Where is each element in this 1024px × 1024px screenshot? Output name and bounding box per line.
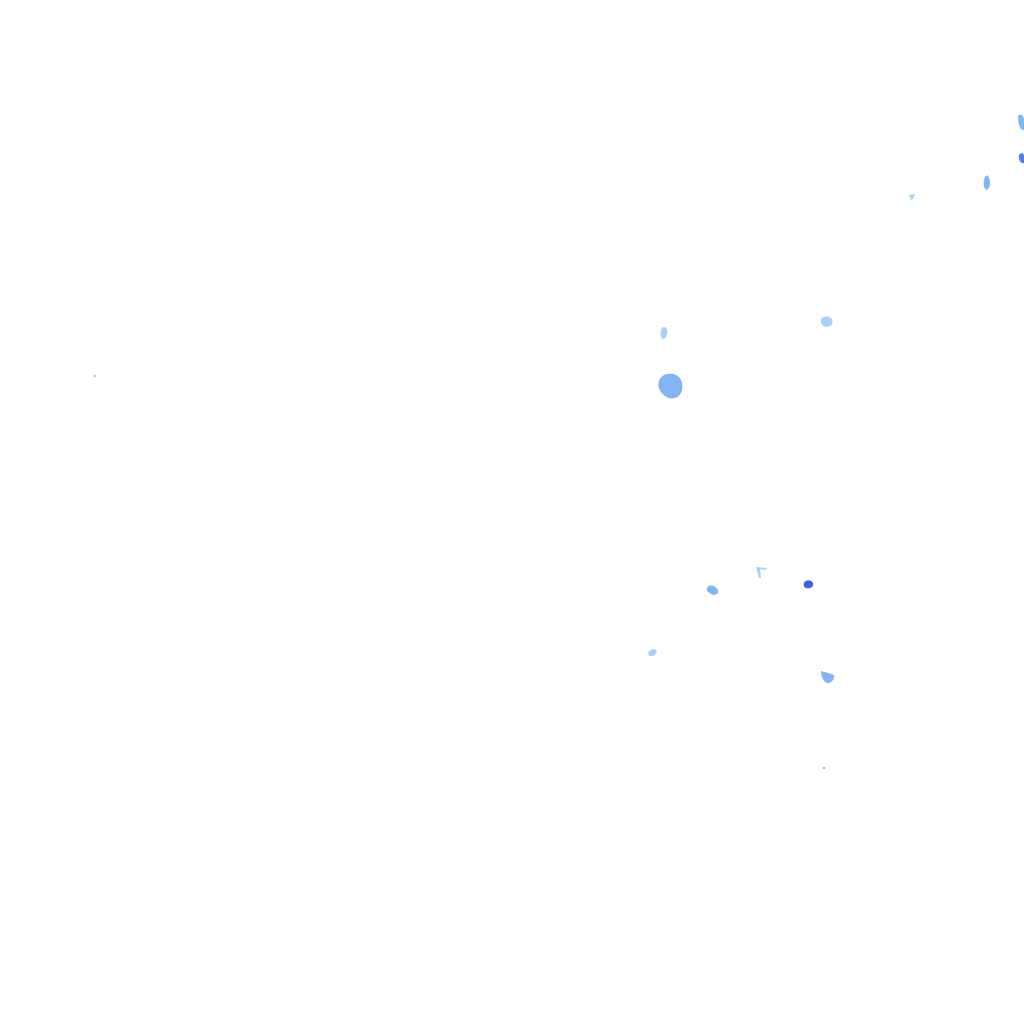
echo-central-cluster xyxy=(658,373,683,399)
echo-northeast-edge-a xyxy=(1018,114,1024,131)
echo-central-north-b xyxy=(820,316,833,327)
echo-far-west xyxy=(93,374,97,378)
echo-east-small xyxy=(756,567,767,578)
echo-northeast-edge-b xyxy=(1018,153,1024,164)
echo-south-e xyxy=(823,767,825,769)
echo-northeast-c xyxy=(983,175,991,190)
echo-south-a xyxy=(706,585,719,595)
echo-south-d xyxy=(821,671,835,684)
echo-central-north-a xyxy=(660,327,668,339)
echo-south-c xyxy=(803,580,814,589)
echo-northeast-d xyxy=(909,194,915,200)
echo-south-b xyxy=(648,649,657,657)
